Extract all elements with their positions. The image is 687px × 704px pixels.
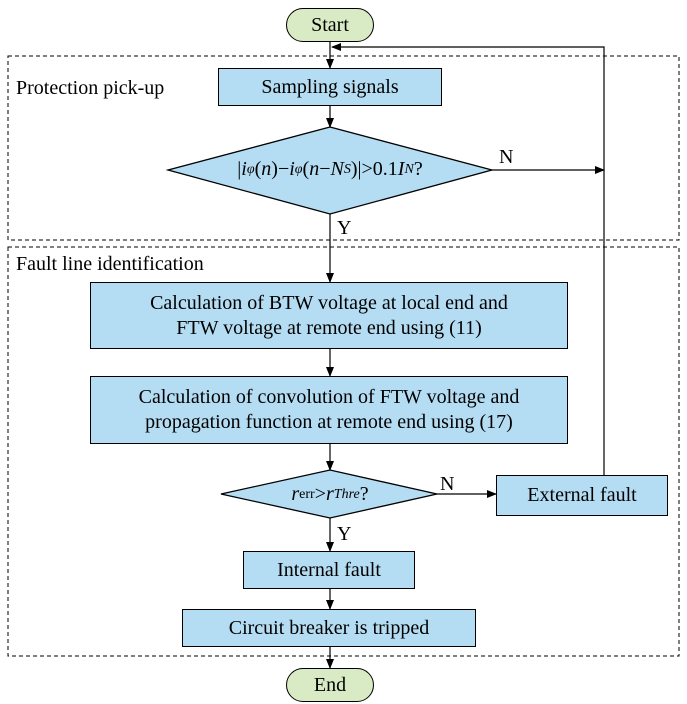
identification-section-frame — [7, 246, 680, 657]
branch-label-yes-1: Y — [337, 217, 352, 239]
sampling-label: Sampling signals — [261, 75, 399, 98]
external-fault-label: External fault — [527, 484, 637, 506]
conv-line-2: propagation function at remote end using… — [145, 411, 513, 433]
end-label: End — [313, 673, 347, 696]
branch-label-no-1: N — [499, 146, 514, 168]
breaker-tripped-box: Circuit breaker is tripped — [182, 609, 476, 647]
external-fault-box: External fault — [496, 475, 668, 516]
start-terminal: Start — [286, 8, 374, 42]
conv-line-1: Calculation of convolution of FTW voltag… — [138, 386, 520, 408]
section-label-pickup: Protection pick-up — [16, 77, 165, 99]
branch-label-no-2: N — [440, 473, 455, 495]
end-terminal: End — [286, 668, 374, 702]
internal-fault-label: Internal fault — [277, 558, 381, 581]
btw-line-2: FTW voltage at remote end using (11) — [176, 316, 482, 339]
loop-back-line — [331, 43, 605, 475]
section-label-identification: Fault line identification — [16, 253, 204, 275]
convolution-calculation-box: Calculation of convolution of FTW voltag… — [90, 376, 568, 444]
btw-line-1: Calculation of BTW voltage at local end … — [150, 291, 508, 314]
start-label: Start — [311, 13, 349, 36]
sampling-signals-box: Sampling signals — [218, 68, 442, 106]
internal-fault-box: Internal fault — [243, 551, 415, 589]
btw-calculation-box: Calculation of BTW voltage at local end … — [90, 282, 568, 349]
branch-label-yes-2: Y — [337, 523, 352, 545]
breaker-label: Circuit breaker is tripped — [228, 616, 430, 639]
pickup-section-frame — [7, 55, 680, 241]
